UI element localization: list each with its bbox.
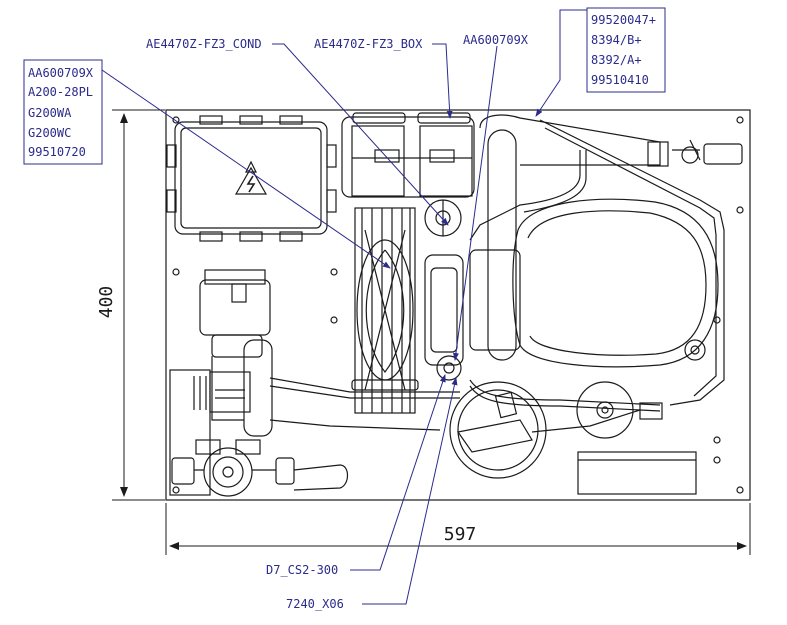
base-plate bbox=[165, 109, 751, 501]
callout-right-line-2: 8394/B+ bbox=[591, 33, 642, 47]
callout-box-right bbox=[586, 7, 666, 93]
liquid-receiver bbox=[479, 114, 743, 361]
callout-left-line-2: A200-28PL bbox=[28, 85, 93, 99]
callout-right-line-4: 99510410 bbox=[591, 73, 649, 87]
mounting-holes bbox=[172, 116, 744, 494]
condenser-fan bbox=[351, 207, 419, 414]
refrigerant-lines bbox=[269, 119, 725, 431]
callout-box-left bbox=[23, 59, 103, 165]
receiver-coil bbox=[424, 254, 464, 381]
leader-right-box bbox=[535, 9, 587, 117]
callout-aa: AA600709X bbox=[463, 33, 529, 47]
callout-left-line-1: AA600709X bbox=[28, 66, 94, 80]
leader-aa bbox=[452, 45, 498, 361]
dimension-lines bbox=[112, 109, 751, 555]
filter-drier bbox=[199, 269, 273, 437]
leader-left-box bbox=[101, 69, 391, 269]
callout-box: AE4470Z-FZ3_BOX bbox=[314, 37, 423, 51]
width-dimension: 597 bbox=[444, 524, 477, 545]
fz3-control-box bbox=[341, 112, 475, 198]
callout-text-left: AA600709X A200-28PL G200WA G200WC 995107… bbox=[28, 66, 94, 159]
callout-right-line-3: 8392/A+ bbox=[591, 53, 642, 67]
electrical-hazard-icon bbox=[234, 160, 268, 195]
leader-x06 bbox=[362, 377, 458, 605]
callout-left-line-3: G200WA bbox=[28, 106, 72, 120]
expansion-valve bbox=[456, 391, 641, 453]
callout-left-line-5: 99510720 bbox=[28, 145, 86, 159]
callout-text-right: 99520047+ 8394/B+ 8392/A+ 99510410 bbox=[591, 13, 656, 87]
callout-x06: 7240_X06 bbox=[286, 597, 344, 611]
compressor bbox=[469, 198, 719, 368]
leader-d7 bbox=[350, 374, 446, 571]
callout-cond: AE4470Z-FZ3_COND bbox=[146, 37, 262, 51]
callout-right-line-1: 99520047+ bbox=[591, 13, 656, 27]
height-dimension: 400 bbox=[96, 286, 117, 319]
sight-glass bbox=[171, 439, 349, 497]
electrical-tray bbox=[577, 451, 697, 495]
control-panel bbox=[169, 369, 251, 496]
leader-box bbox=[432, 43, 453, 119]
callout-d7: D7_CS2-300 bbox=[266, 563, 338, 577]
junction-box bbox=[166, 115, 337, 242]
callout-left-line-4: G200WC bbox=[28, 126, 71, 140]
leader-cond bbox=[272, 43, 449, 226]
pressure-switch bbox=[576, 381, 663, 439]
